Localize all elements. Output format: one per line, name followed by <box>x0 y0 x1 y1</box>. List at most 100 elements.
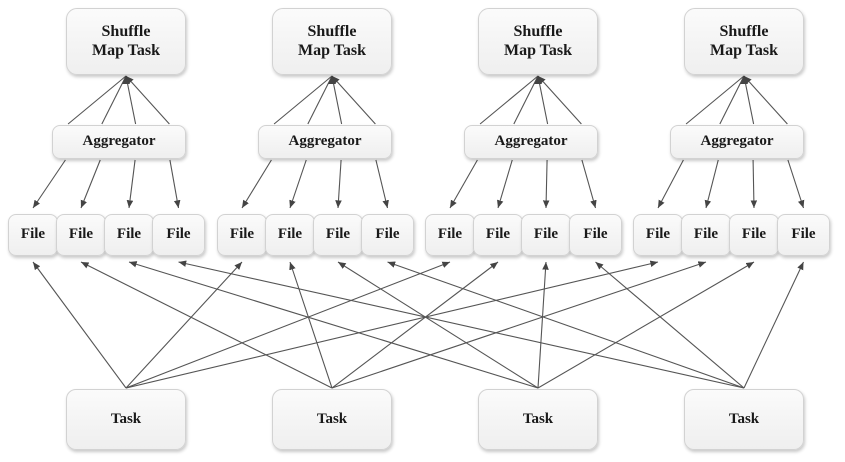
node-f1_4[interactable]: File <box>152 214 205 256</box>
edge-aggregator-to-file-3-4 <box>581 159 597 209</box>
edge-aggregator-to-shuffle-3-3 <box>537 75 549 125</box>
node-f3_2[interactable]: File <box>473 214 523 256</box>
node-agg1[interactable]: Aggregator <box>52 125 186 159</box>
node-f2_1[interactable]: File <box>217 214 267 256</box>
node-label: File <box>437 226 463 243</box>
node-label: Aggregator <box>82 133 156 150</box>
edge-aggregator-to-file-4-4 <box>787 159 805 209</box>
edge-aggregator-to-file-1-2 <box>80 159 101 209</box>
node-smt1[interactable]: Shuffle Map Task <box>66 8 186 75</box>
edge-aggregator-to-shuffle-1-4 <box>125 75 170 125</box>
arrowhead-shuffle-2 <box>328 76 336 84</box>
edge-task-3-to-file-group-1 <box>128 261 539 389</box>
edge-aggregator-to-file-1-3 <box>126 159 136 209</box>
edge-aggregator-to-file-3-3 <box>542 159 550 209</box>
edge-task-2-to-file-group-1 <box>80 261 333 389</box>
edge-task-1-to-file-group-1 <box>32 261 127 389</box>
node-f4_4[interactable]: File <box>777 214 830 256</box>
edge-aggregator-to-shuffle-4-2 <box>719 75 745 125</box>
edge-aggregator-to-shuffle-4-4 <box>743 75 788 125</box>
node-label: Task <box>728 410 760 427</box>
node-label: Task <box>316 410 348 427</box>
node-f2_2[interactable]: File <box>265 214 315 256</box>
node-f1_1[interactable]: File <box>8 214 58 256</box>
edge-aggregator-to-file-3-2 <box>497 159 513 209</box>
edge-aggregator-to-shuffle-3-1 <box>479 75 539 125</box>
node-f2_3[interactable]: File <box>313 214 363 256</box>
node-f1_3[interactable]: File <box>104 214 154 256</box>
node-f3_1[interactable]: File <box>425 214 475 256</box>
edge-aggregator-to-file-4-3 <box>750 159 758 209</box>
node-f4_2[interactable]: File <box>681 214 731 256</box>
edge-aggregator-to-shuffle-3-4 <box>537 75 582 125</box>
edge-aggregator-to-shuffle-4-1 <box>685 75 745 125</box>
edge-task-4-to-file-group-4 <box>743 261 804 389</box>
edge-task-1-to-file-group-2 <box>125 261 243 389</box>
node-label: File <box>375 226 400 243</box>
node-smt3[interactable]: Shuffle Map Task <box>478 8 598 75</box>
edge-aggregator-to-shuffle-2-1 <box>273 75 333 125</box>
node-label: File <box>485 226 511 243</box>
edge-task-2-to-file-group-3 <box>331 261 499 389</box>
node-agg4[interactable]: Aggregator <box>670 125 804 159</box>
node-label: File <box>791 226 816 243</box>
edge-aggregator-to-shuffle-2-2 <box>307 75 333 125</box>
node-f3_4[interactable]: File <box>569 214 622 256</box>
node-label: Shuffle Map Task <box>709 22 779 59</box>
arrowhead-shuffle-1 <box>122 76 130 84</box>
node-label: File <box>166 226 191 243</box>
node-label: File <box>68 226 94 243</box>
node-f4_3[interactable]: File <box>729 214 779 256</box>
node-label: File <box>277 226 303 243</box>
edge-task-2-to-file-group-2 <box>289 261 333 389</box>
node-t4[interactable]: Task <box>684 389 804 450</box>
node-t2[interactable]: Task <box>272 389 392 450</box>
edge-aggregator-to-shuffle-1-2 <box>101 75 127 125</box>
edge-aggregator-to-file-3-1 <box>449 159 478 209</box>
node-smt4[interactable]: Shuffle Map Task <box>684 8 804 75</box>
edge-aggregator-to-shuffle-3-2 <box>513 75 539 125</box>
node-label: Shuffle Map Task <box>91 22 161 59</box>
node-agg2[interactable]: Aggregator <box>258 125 392 159</box>
node-label: Aggregator <box>288 133 362 150</box>
edge-aggregator-to-shuffle-2-3 <box>331 75 343 125</box>
edge-aggregator-to-file-2-1 <box>241 159 272 209</box>
node-label: File <box>116 226 142 243</box>
edge-aggregator-to-file-2-4 <box>375 159 389 209</box>
node-label: Aggregator <box>494 133 568 150</box>
node-label: File <box>583 226 608 243</box>
node-t3[interactable]: Task <box>478 389 598 450</box>
node-label: File <box>325 226 351 243</box>
node-agg3[interactable]: Aggregator <box>464 125 598 159</box>
node-label: Task <box>522 410 554 427</box>
edge-aggregator-to-shuffle-2-4 <box>331 75 376 125</box>
node-label: Shuffle Map Task <box>503 22 573 59</box>
edge-aggregator-to-file-1-4 <box>169 159 181 209</box>
edge-aggregator-to-file-1-1 <box>32 159 66 209</box>
edge-aggregator-to-file-4-1 <box>657 159 684 209</box>
node-f2_4[interactable]: File <box>361 214 414 256</box>
arrowhead-shuffle-3 <box>534 76 542 84</box>
node-f1_2[interactable]: File <box>56 214 106 256</box>
edge-aggregator-to-shuffle-1-1 <box>67 75 127 125</box>
node-label: Aggregator <box>700 133 774 150</box>
edge-task-1-to-file-group-3 <box>125 261 451 389</box>
node-f4_1[interactable]: File <box>633 214 683 256</box>
edge-task-1-to-file-group-4 <box>125 260 659 389</box>
node-label: File <box>20 226 46 243</box>
node-t1[interactable]: Task <box>66 389 186 450</box>
node-smt2[interactable]: Shuffle Map Task <box>272 8 392 75</box>
edge-aggregator-to-shuffle-1-3 <box>125 75 137 125</box>
arrowhead-shuffle-4 <box>740 76 748 84</box>
edge-aggregator-to-file-4-2 <box>704 159 719 209</box>
edge-task-2-to-file-group-4 <box>331 261 707 389</box>
edge-aggregator-to-shuffle-4-3 <box>743 75 755 125</box>
edge-task-4-to-file-group-1 <box>178 260 745 389</box>
node-label: File <box>645 226 671 243</box>
edge-task-3-to-file-group-4 <box>537 261 755 389</box>
node-label: File <box>533 226 559 243</box>
node-label: File <box>741 226 767 243</box>
node-f3_3[interactable]: File <box>521 214 571 256</box>
edge-aggregator-to-file-2-2 <box>289 159 307 209</box>
edge-task-3-to-file-group-2 <box>337 261 539 389</box>
